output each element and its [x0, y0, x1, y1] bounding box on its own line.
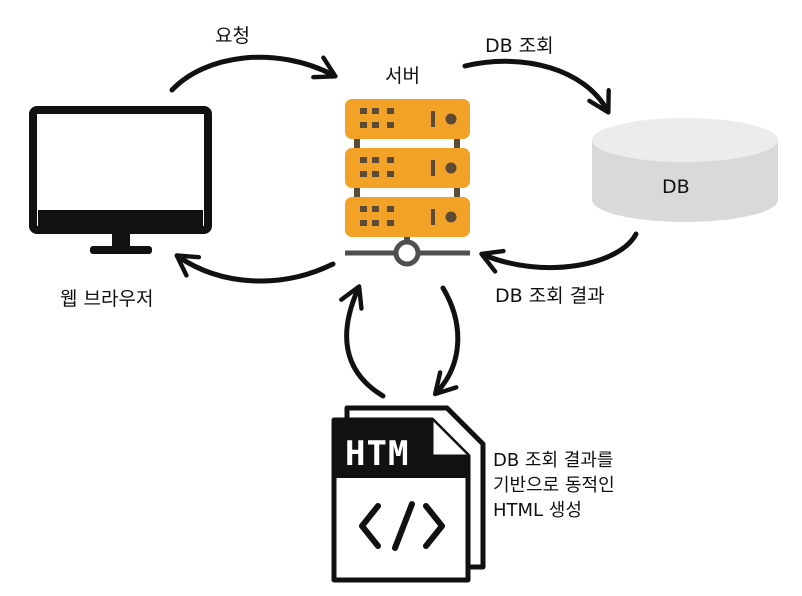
label-db-result: DB 조회 결과 [495, 285, 605, 307]
label-html-note-line: 기반으로 동적인 [493, 475, 615, 496]
arrow-server-to-html [432, 285, 461, 397]
arrow-db-result [479, 231, 639, 274]
server-unit [345, 99, 470, 139]
label-web-browser: 웹 브라우저 [60, 288, 154, 310]
arrow-response [174, 253, 336, 284]
label-server: 서버 [385, 65, 420, 87]
arrow-request [169, 54, 338, 93]
label-db: DB [662, 176, 690, 198]
server-unit [345, 148, 470, 188]
html-file-icon: HTM [331, 405, 486, 583]
label-db-query: DB 조회 [485, 35, 554, 57]
server-rack-icon [345, 99, 470, 267]
label-html-note-line: DB 조회 결과를 [493, 450, 614, 471]
file-icon-text: HTM [345, 434, 409, 474]
label-html-note-line: HTML 생성 [493, 500, 582, 521]
server-unit [345, 197, 470, 237]
arrow-db-query [462, 58, 611, 115]
label-html-note: DB 조회 결과를 기반으로 동적인 HTML 생성 [493, 448, 615, 523]
code-brackets-icon [359, 501, 445, 551]
network-connector [345, 237, 470, 267]
arrow-html-to-server [339, 284, 386, 399]
monitor-icon [29, 106, 212, 254]
label-request: 요청 [215, 25, 250, 47]
database-cylinder-icon [592, 118, 778, 222]
